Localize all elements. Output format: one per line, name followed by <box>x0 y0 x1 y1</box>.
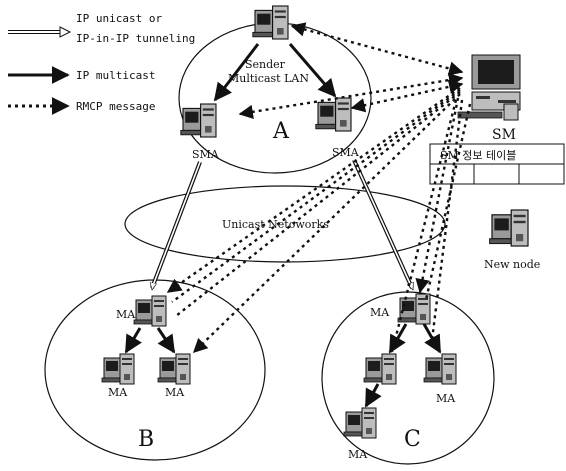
ma-b-right-label: MA <box>165 386 185 399</box>
area-c-label: C <box>404 427 421 452</box>
rmcp-sm-to-ma-b-top <box>166 87 461 293</box>
rmcp-sm-to-ma-b-right <box>192 93 461 354</box>
sma-right-label: SMA <box>332 146 360 159</box>
rmcp-sm-to-ma-c-top <box>415 97 460 294</box>
unicast-sma-right-to-ma-c <box>411 285 413 290</box>
multicast-c-top-to-mid <box>388 323 408 354</box>
legend-multicast-label: IP multicast <box>76 69 155 82</box>
multicast-sender-to-sma-right <box>288 43 337 98</box>
ma-c-right-label: MA <box>436 392 456 405</box>
sma-right-computer <box>315 97 352 132</box>
ma-b-top-label: MA <box>116 308 136 321</box>
legend-unicast-label-1: IP unicast or <box>76 12 162 25</box>
legend-unicast-arrow <box>8 26 72 38</box>
sm-info-table: SM 정보 테이블 <box>429 143 565 185</box>
ma-c-right-computer <box>423 353 457 385</box>
sma-left-computer <box>180 103 217 138</box>
rmcp-sm-to-ma-c-mid <box>390 99 458 353</box>
ma-c-bottom-computer <box>343 407 377 439</box>
rmcp-messages <box>166 22 472 354</box>
rmcp-sm-to-ma-b-left <box>175 91 461 317</box>
ma-b-left-computer <box>101 353 135 385</box>
sma-left-label: SMA <box>192 148 220 161</box>
ma-c-mid-computer <box>363 353 397 385</box>
unicast-sma-left-to-ma-b <box>152 285 153 290</box>
rmcp-sm-to-sma-right <box>350 79 464 113</box>
sm-computer <box>457 54 521 121</box>
rmcp-sm-to-ma-c-right <box>430 99 464 341</box>
legend-unicast-label-2: IP-in-IP tunneling <box>76 32 195 45</box>
new-node-label: New node <box>484 258 540 271</box>
legend-rmcp-label: RMCP message <box>76 100 155 113</box>
unicast-network-label: Unicast Netoworks <box>222 218 329 231</box>
multicast-b-top-to-left <box>124 327 142 354</box>
ma-b-left-label: MA <box>108 386 128 399</box>
sender-computer <box>252 5 289 40</box>
area-a-label: A <box>272 119 290 144</box>
sender-label-line2: Multicast LAN <box>228 72 309 85</box>
unicast-network-cloud <box>124 185 446 263</box>
ma-c-bottom-label: MA <box>348 448 368 461</box>
rmcp-sm-to-sender <box>290 22 464 76</box>
ma-b-right-computer <box>157 353 191 385</box>
multicast-c-mid-to-bottom <box>364 383 382 408</box>
new-node-computer <box>489 209 529 247</box>
ma-c-top-label: MA <box>370 306 390 319</box>
legend: IP unicast or IP-in-IP tunneling IP mult… <box>8 12 195 115</box>
ma-b-top-computer <box>133 295 167 327</box>
multicast-b-top-to-right <box>156 327 176 354</box>
sm-label: SM <box>492 127 516 143</box>
ma-c-top-computer <box>397 293 431 325</box>
area-b-label: B <box>138 427 154 452</box>
sm-table-title: SM 정보 테이블 <box>440 149 516 162</box>
multicast-sender-to-sma-left <box>213 43 260 102</box>
unicast-tunnels <box>152 159 414 290</box>
rmcp-sm-to-ma-c-top-2 <box>424 103 472 301</box>
sender-label-line1: Sender <box>245 58 286 71</box>
